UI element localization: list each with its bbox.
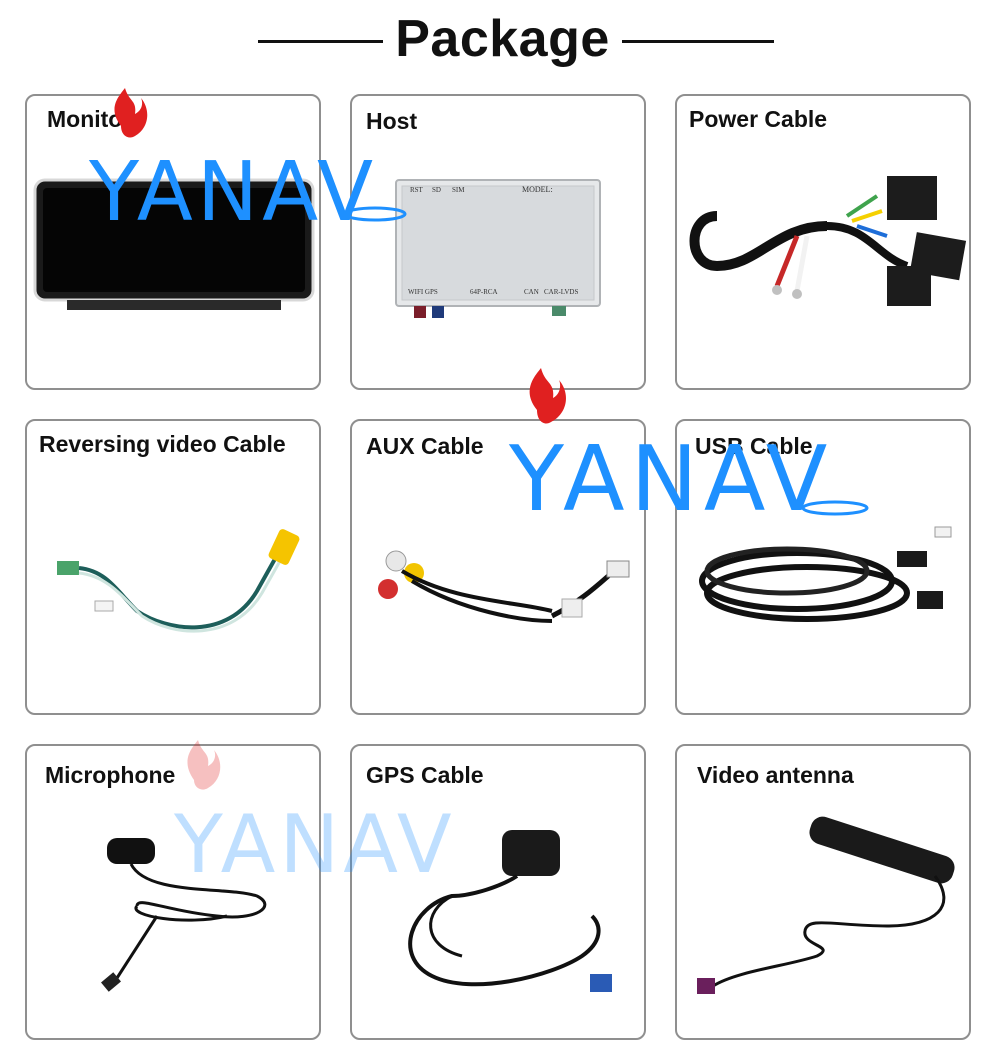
page-title: Package [395, 10, 610, 68]
power-cable-image [689, 176, 967, 306]
item-label: Host [366, 108, 418, 134]
monitor-image [33, 178, 315, 310]
item-label: USB Cable [695, 433, 813, 459]
item-label: Reversing video Cable [39, 431, 286, 457]
item-label: GPS Cable [366, 762, 484, 788]
package-item-reversing-video-cable: Reversing video Cable [25, 419, 321, 715]
package-item-usb-cable: USB Cable [675, 419, 971, 715]
host-can-label: CAN [524, 288, 539, 296]
host-model-label: MODEL: [522, 185, 553, 194]
title-rule-left [258, 40, 383, 43]
host-sim-label: SIM [452, 186, 465, 194]
aux-cable-image [378, 550, 630, 623]
microphone-image [101, 838, 267, 992]
host-box-image: MODEL: WIFI GPS 64P-RCA CAN CAR-LVDS SIM… [395, 179, 601, 318]
package-item-host: MODEL: WIFI GPS 64P-RCA CAN CAR-LVDS SIM… [350, 94, 646, 390]
item-label: Monitor [47, 106, 132, 132]
host-rst-label: RST [410, 186, 424, 194]
title-rule-right [622, 40, 774, 43]
host-rca-label: 64P-RCA [470, 288, 498, 296]
reversing-cable-image [57, 529, 300, 633]
host-sd-label: SD [432, 186, 441, 194]
item-label: Video antenna [697, 762, 854, 788]
item-label: AUX Cable [366, 433, 484, 459]
package-item-gps-cable: GPS Cable [350, 744, 646, 1040]
item-label: Power Cable [689, 106, 828, 132]
host-lvds-label: CAR-LVDS [544, 288, 578, 296]
package-item-aux-cable: AUX Cable [350, 419, 646, 715]
usb-cable-image [699, 526, 952, 622]
package-item-video-antenna: Video antenna [675, 744, 971, 1040]
host-wifi-gps-label: WIFI GPS [408, 288, 438, 296]
gps-cable-image [408, 830, 612, 992]
package-item-monitor: Monitor [25, 94, 321, 390]
item-label: Microphone [45, 762, 176, 788]
package-item-microphone: Microphone [25, 744, 321, 1040]
video-antenna-image [697, 816, 955, 994]
page-header: Package [0, 0, 1000, 80]
package-item-power-cable: Power Cable [675, 94, 971, 390]
